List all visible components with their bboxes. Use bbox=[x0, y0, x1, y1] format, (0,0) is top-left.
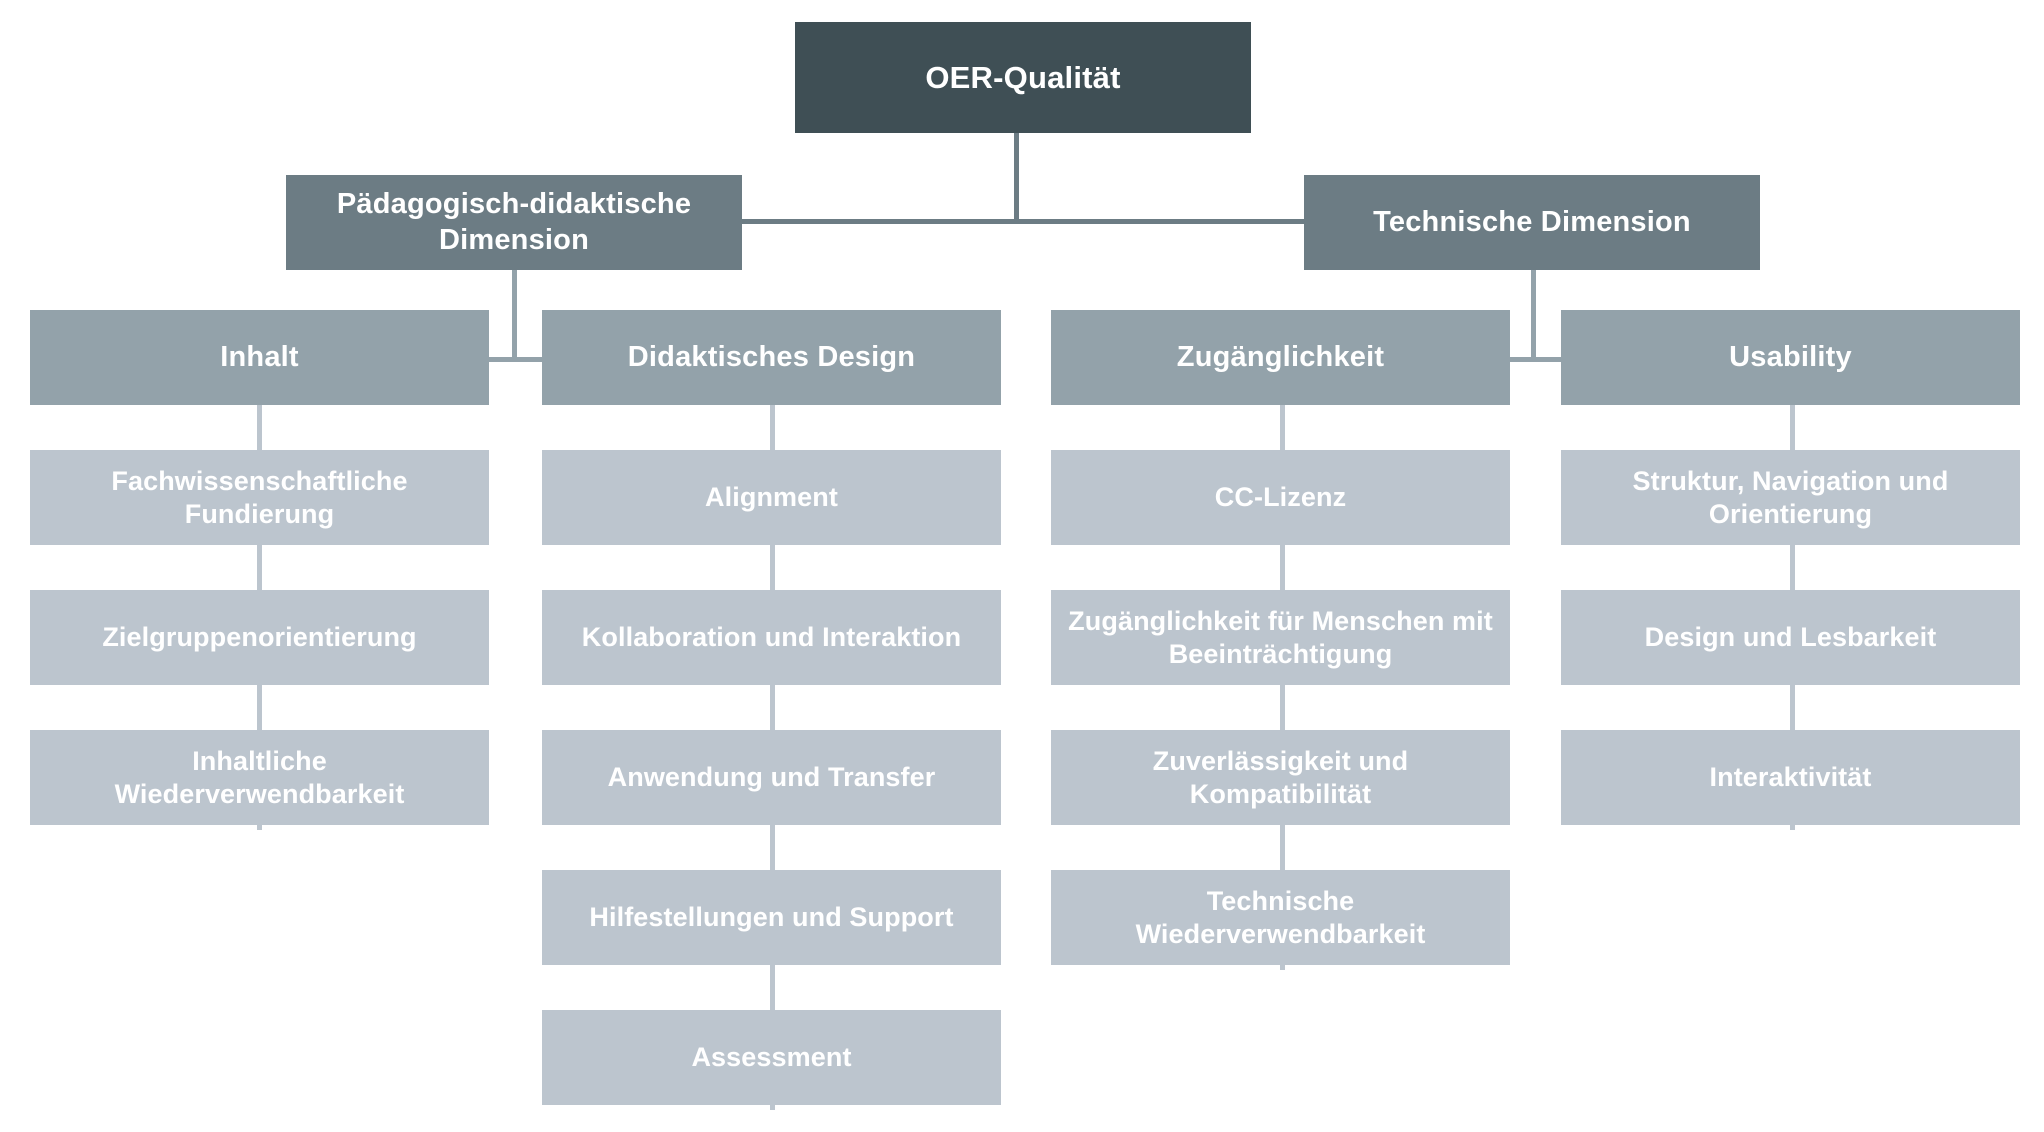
node-label: Hilfestellungen und Support bbox=[589, 902, 954, 933]
connector-cat-crossbar-left bbox=[489, 357, 547, 362]
node-dimension-technische[interactable]: Technische Dimension bbox=[1304, 175, 1760, 270]
node-label: Fachwissenschaftliche Fundierung bbox=[111, 465, 408, 529]
node-leaf-anwendung-und-transfer[interactable]: Anwendung und Transfer bbox=[542, 730, 1001, 825]
connector-dimension-crossbar bbox=[739, 219, 1307, 224]
connector-root-stem bbox=[1014, 133, 1019, 223]
node-leaf-fachwissenschaftliche-fundierung[interactable]: Fachwissenschaftliche Fundierung bbox=[30, 450, 489, 545]
node-leaf-zuverlaessigkeit-und-kompatibilitaet[interactable]: Zuverlässigkeit und Kompatibilität bbox=[1051, 730, 1510, 825]
node-label: Technische Wiederverwendbarkeit bbox=[1135, 885, 1426, 949]
node-leaf-kollaboration-und-interaktion[interactable]: Kollaboration und Interaktion bbox=[542, 590, 1001, 685]
node-leaf-zugaenglichkeit-fuer-menschen-mit-beeintraechtigung[interactable]: Zugänglichkeit für Menschen mit Beeinträ… bbox=[1051, 590, 1510, 685]
node-category-didaktisches-design[interactable]: Didaktisches Design bbox=[542, 310, 1001, 405]
node-label: Zugänglichkeit bbox=[1176, 340, 1385, 373]
node-category-usability[interactable]: Usability bbox=[1561, 310, 2020, 405]
node-label: Anwendung und Transfer bbox=[607, 762, 936, 793]
node-leaf-design-und-lesbarkeit[interactable]: Design und Lesbarkeit bbox=[1561, 590, 2020, 685]
node-leaf-assessment[interactable]: Assessment bbox=[542, 1010, 1001, 1105]
node-leaf-technische-wiederverwendbarkeit[interactable]: Technische Wiederverwendbarkeit bbox=[1051, 870, 1510, 965]
node-leaf-struktur-navigation-und-orientierung[interactable]: Struktur, Navigation und Orientierung bbox=[1561, 450, 2020, 545]
node-label: Inhaltliche Wiederverwendbarkeit bbox=[114, 745, 405, 809]
node-leaf-hilfestellungen-und-support[interactable]: Hilfestellungen und Support bbox=[542, 870, 1001, 965]
node-leaf-zielgruppenorientierung[interactable]: Zielgruppenorientierung bbox=[30, 590, 489, 685]
node-label: Alignment bbox=[705, 482, 838, 513]
node-label: Zugänglichkeit für Menschen mit Beeinträ… bbox=[1068, 605, 1493, 669]
node-label: Didaktisches Design bbox=[627, 340, 916, 373]
node-label: Technische Dimension bbox=[1373, 205, 1691, 238]
node-category-zugaenglichkeit[interactable]: Zugänglichkeit bbox=[1051, 310, 1510, 405]
connector-cat-crossbar-right bbox=[1504, 357, 1562, 362]
connector-dim-left-stem bbox=[512, 270, 517, 362]
connector-dim-right-stem bbox=[1531, 270, 1536, 362]
connector-leaf-chain-col3 bbox=[1280, 405, 1285, 970]
node-label: Design und Lesbarkeit bbox=[1644, 622, 1937, 653]
node-label: Assessment bbox=[691, 1042, 852, 1073]
node-leaf-inhaltliche-wiederverwendbarkeit[interactable]: Inhaltliche Wiederverwendbarkeit bbox=[30, 730, 489, 825]
node-label: Zuverlässigkeit und Kompatibilität bbox=[1152, 745, 1409, 809]
node-label: Interaktivität bbox=[1709, 762, 1872, 793]
node-label: CC-Lizenz bbox=[1214, 482, 1347, 513]
node-label: Inhalt bbox=[220, 340, 299, 373]
node-category-inhalt[interactable]: Inhalt bbox=[30, 310, 489, 405]
node-leaf-cc-lizenz[interactable]: CC-Lizenz bbox=[1051, 450, 1510, 545]
node-leaf-interaktivitaet[interactable]: Interaktivität bbox=[1561, 730, 2020, 825]
node-root-oer-qualitaet[interactable]: OER-Qualität bbox=[795, 22, 1251, 133]
node-label: Struktur, Navigation und Orientierung bbox=[1632, 465, 1949, 529]
node-label: Usability bbox=[1729, 340, 1852, 373]
node-label: Kollaboration und Interaktion bbox=[581, 622, 962, 653]
node-label: Zielgruppenorientierung bbox=[102, 622, 417, 653]
node-leaf-alignment[interactable]: Alignment bbox=[542, 450, 1001, 545]
node-dimension-paedagogisch-didaktische[interactable]: Pädagogisch-didaktische Dimension bbox=[286, 175, 742, 270]
node-label: Pädagogisch-didaktische Dimension bbox=[336, 188, 692, 256]
node-label: OER-Qualität bbox=[925, 59, 1121, 95]
